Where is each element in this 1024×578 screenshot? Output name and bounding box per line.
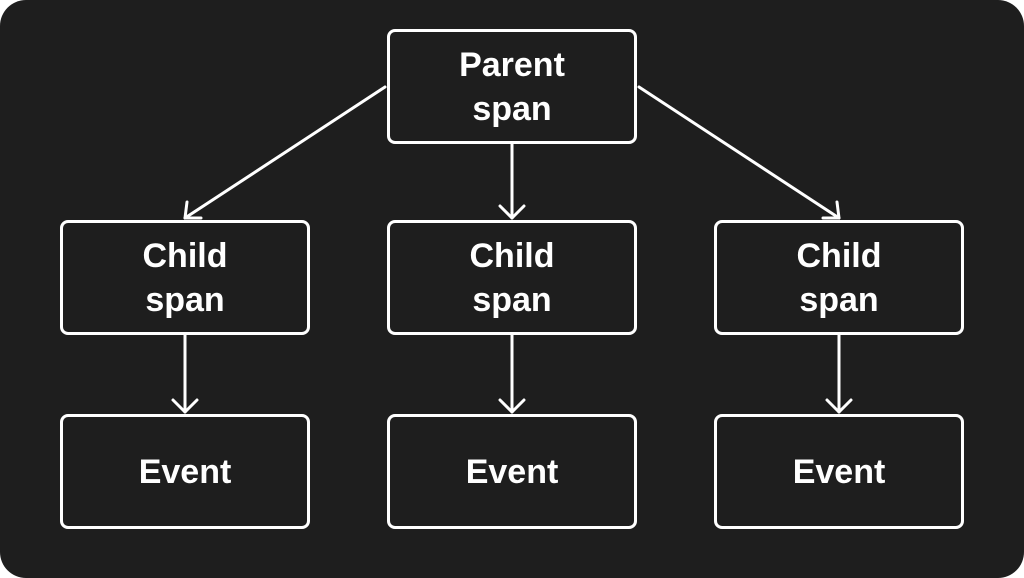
child-span-3-label-line2: span [799, 280, 879, 319]
event-3-label: Event [792, 452, 886, 491]
child-span-3-label-line1: Child [796, 236, 882, 275]
event-1-label: Event [138, 452, 232, 491]
arrowhead-event-3 [825, 398, 853, 414]
arrowhead-event-2 [498, 398, 526, 414]
child-span-2-label-line2: span [472, 280, 552, 319]
arrowhead-event-1 [171, 398, 199, 414]
child-span-1-label-line1: Child [142, 236, 228, 275]
event-node-1: Event [60, 414, 310, 529]
parent-span-label-line2: span [472, 89, 552, 128]
parent-span-node: Parent span [387, 29, 637, 144]
arrowhead-child-1 [183, 200, 203, 220]
child-span-node-3: Child span [714, 220, 964, 335]
arrowhead-child-2 [498, 204, 526, 220]
event-node-3: Event [714, 414, 964, 529]
child-span-2-label-line1: Child [469, 236, 555, 275]
event-node-2: Event [387, 414, 637, 529]
child-span-1-label-line2: span [145, 280, 225, 319]
event-2-label: Event [465, 452, 559, 491]
parent-span-label-line1: Parent [459, 45, 565, 84]
arrowhead-child-3 [821, 200, 841, 220]
edge-parent-child-3 [637, 85, 841, 220]
edge-parent-child-1 [183, 85, 387, 220]
child-span-node-2: Child span [387, 220, 637, 335]
child-span-node-1: Child span [60, 220, 310, 335]
